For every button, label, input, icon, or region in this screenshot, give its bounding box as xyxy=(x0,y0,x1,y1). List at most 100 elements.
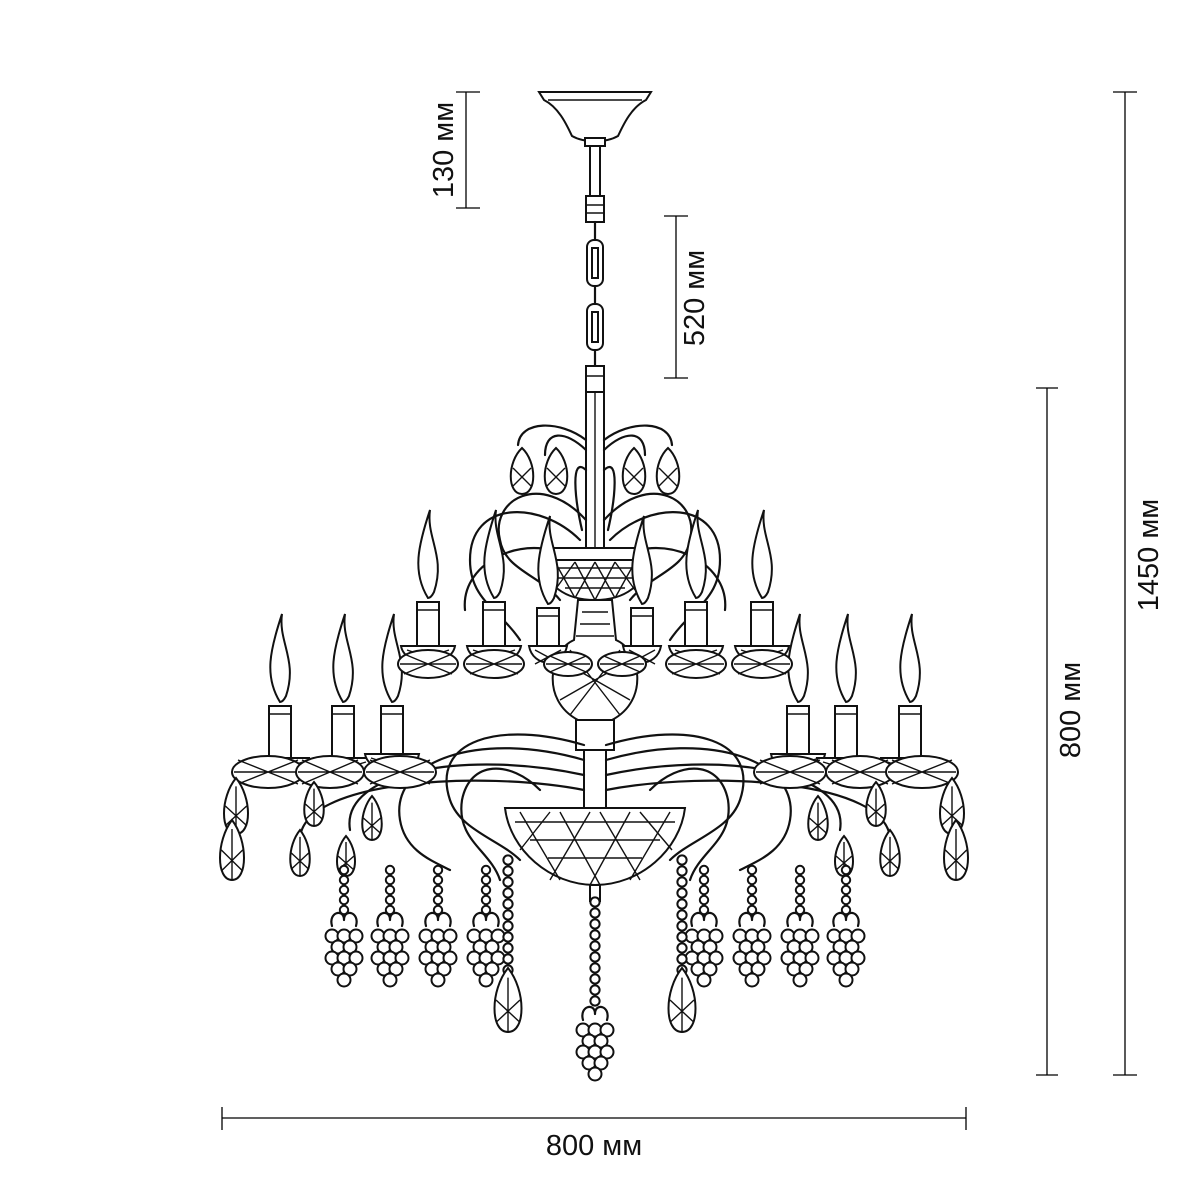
candle xyxy=(815,613,877,777)
grape xyxy=(382,972,398,988)
bead xyxy=(502,953,514,965)
crystal-cup xyxy=(731,649,793,679)
grape-leaf xyxy=(581,1005,609,1022)
bead xyxy=(502,909,514,921)
bead xyxy=(384,884,396,896)
grape xyxy=(336,972,352,988)
bead xyxy=(502,942,514,954)
bead xyxy=(746,904,758,916)
crystal-cup-cut xyxy=(888,759,956,785)
bead xyxy=(746,894,758,906)
crown-crystal xyxy=(621,446,647,496)
suspension-chain xyxy=(585,145,605,393)
candle-flame xyxy=(835,613,857,704)
teardrop-facets xyxy=(880,836,900,876)
dimension-label-total-height: 1450 мм xyxy=(1133,499,1165,611)
candle-sleeve xyxy=(380,705,404,755)
grape-cluster xyxy=(324,911,364,988)
bead xyxy=(676,898,688,910)
crystal-cup xyxy=(363,755,437,789)
dimension-label-canopy-height: 130 мм xyxy=(428,102,460,198)
bead xyxy=(338,874,350,886)
teardrop-crystal xyxy=(865,780,887,828)
dimension-chain-length: 520 мм xyxy=(664,215,711,379)
bead xyxy=(698,894,710,906)
chandelier-illustration xyxy=(219,91,969,1082)
bead xyxy=(338,864,350,876)
crown-crystal-outline xyxy=(655,446,681,496)
bead-string xyxy=(384,864,396,916)
lower-bowl xyxy=(503,807,687,902)
ceiling-canopy xyxy=(537,91,653,147)
crystal-cup xyxy=(397,649,459,679)
bead xyxy=(676,942,688,954)
bead xyxy=(840,884,852,896)
grape-cluster xyxy=(575,1005,615,1082)
bead xyxy=(840,894,852,906)
bead xyxy=(589,962,601,974)
crystal-cup xyxy=(463,649,525,679)
grape xyxy=(478,972,494,988)
crystal-cup xyxy=(665,649,727,679)
crystal-cup xyxy=(543,651,593,677)
bead xyxy=(432,884,444,896)
candle-flame xyxy=(381,613,403,704)
candle-flame xyxy=(685,509,707,600)
bead xyxy=(384,904,396,916)
bead xyxy=(589,918,601,930)
bead xyxy=(840,874,852,886)
candle-sleeve xyxy=(630,607,654,647)
bead xyxy=(432,894,444,906)
bead xyxy=(698,864,710,876)
bead xyxy=(676,909,688,921)
grape-leaf xyxy=(738,911,766,928)
bead xyxy=(676,865,688,877)
bead xyxy=(502,865,514,877)
dimension-label-chain-length: 520 мм xyxy=(679,250,711,346)
bead xyxy=(480,884,492,896)
bead xyxy=(698,904,710,916)
pendant-crystals xyxy=(219,776,969,1082)
crown-crystal-outline xyxy=(621,446,647,496)
bead xyxy=(480,874,492,886)
crystal-cup-cut xyxy=(298,759,362,785)
bead xyxy=(676,876,688,888)
bead xyxy=(502,920,514,932)
bead-string xyxy=(589,896,601,1007)
teardrop-facets xyxy=(220,829,244,880)
bead xyxy=(338,904,350,916)
teardrop-crystal xyxy=(303,780,325,828)
grape-leaf xyxy=(832,911,860,928)
bead xyxy=(589,973,601,985)
bead xyxy=(589,951,601,963)
crystal-cup-cut xyxy=(234,759,302,785)
bead xyxy=(384,894,396,906)
teardrop-facets xyxy=(304,788,324,826)
crown-crystal-outline xyxy=(509,446,535,496)
bead xyxy=(746,874,758,886)
grape xyxy=(838,972,854,988)
bead xyxy=(794,884,806,896)
candle xyxy=(312,613,374,777)
crystal-cup-cut xyxy=(600,655,644,673)
bead xyxy=(589,940,601,952)
bead xyxy=(676,953,688,965)
candle-sleeve xyxy=(786,705,810,755)
candle-flame xyxy=(332,613,354,704)
grape xyxy=(792,972,808,988)
teardrop-crystal xyxy=(493,966,523,1034)
bead xyxy=(589,995,601,1007)
teardrop-facets xyxy=(944,829,968,880)
bead xyxy=(480,864,492,876)
crystal-cup xyxy=(753,755,827,789)
bead xyxy=(432,874,444,886)
crown-crystal-facets xyxy=(512,467,532,487)
bead xyxy=(676,887,688,899)
candle xyxy=(879,613,941,777)
dimension-label-width: 800 мм xyxy=(546,1130,642,1162)
teardrop-facets xyxy=(290,836,310,876)
crystal-cup-cut xyxy=(734,653,790,675)
bead xyxy=(502,898,514,910)
bead-string xyxy=(698,864,710,916)
